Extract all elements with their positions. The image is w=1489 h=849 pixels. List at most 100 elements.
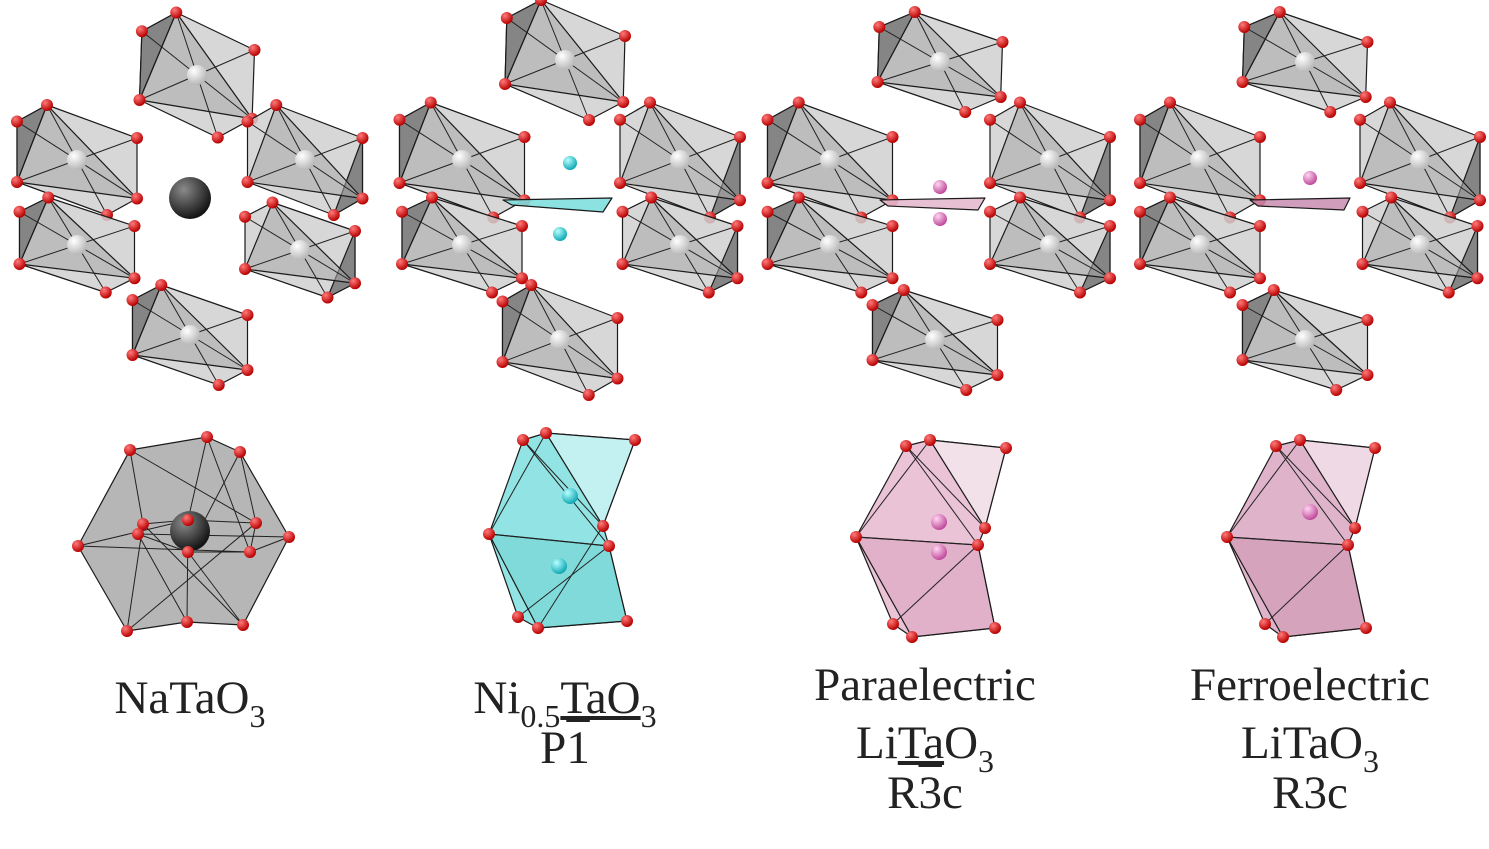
oxygen-atom — [486, 286, 498, 299]
oxygen-atom — [155, 279, 168, 291]
oxygen-atom — [761, 177, 774, 189]
oxygen-atom — [1104, 131, 1116, 143]
lithium-atom — [931, 544, 947, 560]
spacegroup-paraelectric: R3c — [887, 767, 963, 819]
oxygen-atom — [734, 194, 746, 207]
oxygen-atom — [1267, 284, 1280, 296]
lithium-atom — [933, 180, 947, 194]
oxygen-atom — [424, 96, 437, 109]
oxygen-atom — [1369, 442, 1381, 454]
polyhedron-edge — [187, 551, 244, 626]
oxygen-atom — [1259, 618, 1271, 630]
tantalum-atom — [1040, 150, 1060, 170]
oxygen-atom — [181, 616, 193, 628]
label-natao3: NaTaO3 — [90, 673, 290, 732]
oxygen-atom — [1356, 258, 1369, 270]
oxygen-atom — [250, 517, 262, 529]
oxygen-atom — [201, 431, 213, 443]
oxygen-atom — [1360, 622, 1372, 634]
oxygen-atom — [248, 44, 261, 56]
oxygen-atom — [124, 444, 136, 456]
oxygen-atom — [321, 291, 334, 304]
oxygen-atom — [131, 192, 143, 205]
oxygen-atom — [761, 113, 774, 126]
lithium-atom — [933, 212, 947, 226]
oxygen-atom — [500, 12, 513, 24]
oxygen-atom — [734, 131, 746, 143]
oxygen-atom — [761, 258, 774, 270]
oxygen-atom — [1221, 531, 1233, 543]
oxygen-atom — [1277, 631, 1289, 643]
oxygen-atom — [1164, 96, 1176, 109]
oxygen-atom — [1361, 314, 1374, 326]
oxygen-atom — [11, 115, 23, 128]
label-ni05tao3: Ni0.5TaO3 P1 — [440, 673, 690, 773]
oxygen-atom — [1471, 272, 1484, 285]
oxygen-atom — [897, 284, 910, 296]
oxygen-atom — [597, 520, 609, 532]
oxygen-atom — [270, 99, 283, 111]
polyhedron-edge — [187, 436, 208, 521]
oxygen-atom — [1349, 522, 1361, 534]
oxygen-atom — [1164, 191, 1176, 204]
oxygen-atom — [959, 106, 972, 118]
edge — [892, 544, 979, 625]
tantalum-atom — [452, 150, 472, 170]
oxygen-atom — [1474, 131, 1486, 143]
oxygen-atom — [1104, 194, 1116, 207]
sodium-atom — [169, 177, 211, 219]
oxygen-atom — [393, 177, 406, 189]
oxygen-atom — [517, 434, 529, 446]
oxygen-atom — [644, 96, 656, 109]
phase-paraelectric: Paraelectric — [814, 659, 1036, 711]
oxygen-atom — [1104, 220, 1116, 232]
oxygen-atom — [72, 540, 84, 552]
oxygen-atom — [1238, 21, 1251, 33]
oxygen-atom — [13, 205, 26, 218]
lithium-atom — [931, 514, 947, 530]
oxygen-atom — [1384, 96, 1396, 109]
oxygen-atom — [960, 384, 973, 396]
oxygen-atom — [1361, 36, 1374, 48]
nickel-atom — [553, 227, 567, 241]
oxygen-atom — [1254, 272, 1266, 285]
polyhedron-edge — [129, 449, 144, 525]
oxygen-atom — [211, 131, 224, 144]
edge — [1275, 445, 1356, 529]
oxygen-atom — [516, 220, 528, 232]
oxygen-atom — [499, 78, 511, 90]
oxygen-atom — [996, 36, 1009, 48]
polyhedron-edge — [137, 533, 290, 538]
tantalum-atom — [1295, 330, 1315, 350]
oxygen-atom — [11, 176, 23, 188]
oxygen-atom — [1330, 384, 1343, 396]
oxygen-atom — [1474, 194, 1486, 207]
spacegroup-ferroelectric: R3c — [1272, 767, 1348, 819]
oxygen-atom — [1134, 113, 1146, 126]
oxygen-atom — [984, 205, 996, 218]
oxygen-atom — [616, 205, 629, 218]
oxygen-atom — [582, 389, 595, 401]
nickel-atom — [562, 488, 578, 504]
oxygen-atom — [1354, 177, 1366, 189]
tantalum-atom — [1040, 235, 1060, 255]
oxygen-atom — [866, 299, 879, 311]
edge — [1275, 445, 1349, 546]
oxygen-atom — [1273, 6, 1286, 18]
oxygen-atom — [761, 205, 774, 218]
oxygen-atom — [619, 30, 631, 42]
oxygen-atom — [426, 191, 438, 204]
formula-paraelectric-litao3: LiTaO3 — [855, 717, 995, 779]
edge — [522, 439, 604, 527]
oxygen-atom — [886, 272, 899, 285]
oxygen-atom — [483, 528, 495, 540]
oxygen-atom — [731, 220, 744, 232]
oxygen-atom — [244, 546, 256, 558]
oxygen-atom — [396, 258, 408, 270]
polyhedron-edge — [142, 523, 244, 626]
edge — [905, 445, 986, 529]
oxygen-atom — [1359, 91, 1372, 103]
oxygen-atom — [1236, 76, 1249, 88]
